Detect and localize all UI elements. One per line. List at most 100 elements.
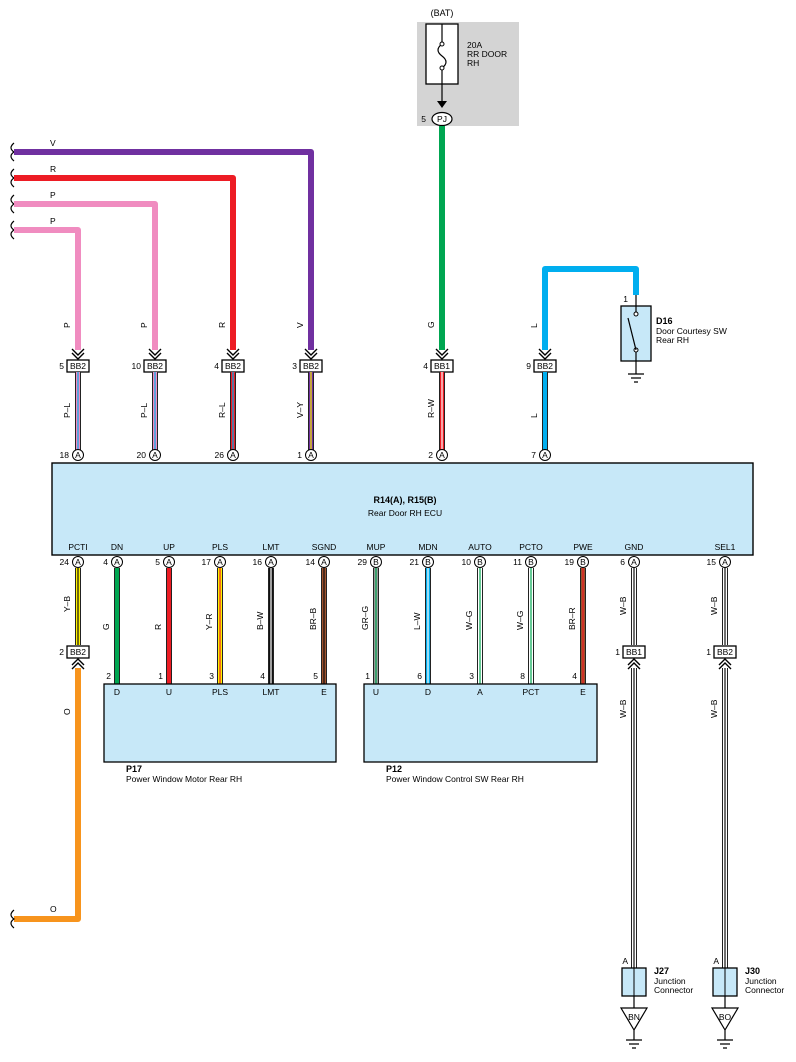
wire-pwe-stripe	[582, 568, 584, 684]
control-sw-pin-d: 6	[417, 671, 422, 681]
motor-pin-e: 5	[313, 671, 318, 681]
sig-bb2-connector-label: BB2	[225, 361, 241, 371]
mup-ecu-pin-letter: B	[373, 557, 379, 567]
pcto-terminal-label: PCTO	[519, 542, 543, 552]
pcti-terminal-label: PCTI	[68, 542, 87, 552]
fuse-label-1: RR DOOR	[467, 49, 507, 59]
dn-ecu-pin	[111, 556, 123, 568]
break-mark-p1	[10, 194, 16, 214]
control-sw-terminal-u: U	[373, 687, 379, 697]
bdr-ecu-pin-number: 2	[428, 450, 433, 460]
wire-label-cty-upper: L	[529, 323, 539, 328]
courtesy-name-1: Rear RH	[656, 335, 689, 345]
control-sw-pin-e: 4	[572, 671, 577, 681]
cty-chevron-icon	[538, 348, 552, 360]
fuse-dot-top	[439, 41, 445, 47]
sel1-ground-point-icon	[710, 1007, 740, 1032]
gnd-bb1-connector	[622, 645, 646, 659]
mup-ecu-pin-number: 29	[358, 557, 368, 567]
cpub-ecu-pin-letter: A	[308, 450, 314, 460]
cty-ecu-pin	[539, 449, 551, 461]
cpub-connector-pin: 3	[292, 361, 297, 371]
sel1-jc-name-0: Junction	[745, 976, 777, 986]
gnd-chevron-icon	[627, 658, 641, 670]
pj-connector-label: PJ	[437, 114, 447, 124]
up-terminal-label: UP	[163, 542, 175, 552]
motor-terminal-d: D	[114, 687, 120, 697]
wire-label-mup: GR–G	[360, 606, 370, 630]
break-mark-o	[10, 909, 16, 929]
mup-ecu-pin	[370, 556, 382, 568]
sel1-ground-code: BO	[719, 1012, 732, 1022]
wire-dn	[115, 568, 119, 684]
wire-cty-upper	[542, 266, 639, 350]
sel1-jc-pin: A	[713, 956, 719, 966]
mpx1-ecu-pin-letter: A	[75, 450, 81, 460]
gnd-ground-point-icon	[619, 1007, 649, 1032]
pls-ecu-pin-letter: A	[217, 557, 223, 567]
gnd-jc-code: J27	[654, 966, 669, 976]
sel1-chevron-icon	[718, 658, 732, 670]
pcti-bb2-connector-label: BB2	[70, 647, 86, 657]
wire-label-bdr-lower: R–W	[426, 399, 436, 418]
fuse-label-2: RH	[467, 58, 479, 68]
mpx2-ecu-pin-letter: A	[152, 450, 158, 460]
mdn-ecu-pin	[422, 556, 434, 568]
switch-blade	[627, 317, 637, 351]
wire-label-sgnd: BR–B	[308, 607, 318, 630]
sig-chevron-icon	[226, 348, 240, 360]
break-mark-p2	[10, 220, 16, 240]
courtesy-ground-icon	[628, 373, 644, 383]
pwe-terminal-label: PWE	[573, 542, 593, 552]
wire-cpub-upper	[14, 149, 314, 350]
pj-pin-number: 5	[421, 114, 426, 124]
dn-terminal-label: DN	[111, 542, 123, 552]
switch-contact-top	[633, 311, 639, 317]
motor-code: P17	[126, 764, 142, 774]
wire-label-mpx2-upper: P	[139, 322, 149, 328]
mpx2-chevron-icon	[148, 348, 162, 360]
sig-ecu-pin-letter: A	[230, 450, 236, 460]
wire-label-bdr-upper: G	[426, 321, 436, 328]
mpx1-ecu-pin	[72, 449, 84, 461]
wire-label-sel1-upper: W–B	[709, 596, 719, 615]
fuse-label-0: 20A	[467, 40, 482, 50]
wire-label-sel1-lower: W–B	[709, 699, 719, 718]
motor-terminal-e: E	[321, 687, 327, 697]
pcti-ecu-pin-letter: A	[75, 557, 81, 567]
wire-cty-lower	[543, 372, 547, 450]
pcti-bb2-connector	[66, 645, 90, 659]
pcto-ecu-pin-letter: B	[528, 557, 534, 567]
wire-label-mpx1-lower: P–L	[62, 403, 72, 418]
sel1-ecu-pin-number: 15	[707, 557, 717, 567]
sel1-ground-icon	[717, 1039, 733, 1049]
mpx2-ecu-pin	[149, 449, 161, 461]
wire-label-pwe: BR–R	[567, 607, 577, 630]
wire-pcti-orange	[14, 668, 81, 922]
mdn-terminal-label: MDN	[418, 542, 437, 552]
pj-connector	[431, 111, 453, 127]
break-mark-v	[10, 142, 16, 162]
lmt-ecu-pin	[265, 556, 277, 568]
ecu-code: R14(A), R15(B)	[373, 495, 436, 505]
control-sw-pin-a: 3	[469, 671, 474, 681]
wire-label-mdn: L–W	[412, 613, 422, 630]
wire-pcto-stripe	[530, 568, 532, 684]
sig-ecu-pin	[227, 449, 239, 461]
sgnd-ecu-pin-number: 14	[306, 557, 316, 567]
fuse-dot-bottom	[439, 65, 445, 71]
dn-ecu-pin-letter: A	[114, 557, 120, 567]
motor-pin-lmt: 4	[260, 671, 265, 681]
pcti-ecu-pin	[72, 556, 84, 568]
cty-ecu-pin-letter: A	[542, 450, 548, 460]
bdr-connector-pin: 4	[423, 361, 428, 371]
wire-mpx1-lower-stripe	[77, 372, 79, 450]
gnd-jc-name-0: Junction	[654, 976, 686, 986]
gnd-bb1-connector-label: BB1	[626, 647, 642, 657]
left-wire-label-1: R	[50, 164, 56, 174]
cpub-chevron-icon	[304, 348, 318, 360]
pwe-ecu-pin-letter: B	[580, 557, 586, 567]
pls-ecu-pin	[214, 556, 226, 568]
control-sw-terminal-e: E	[580, 687, 586, 697]
